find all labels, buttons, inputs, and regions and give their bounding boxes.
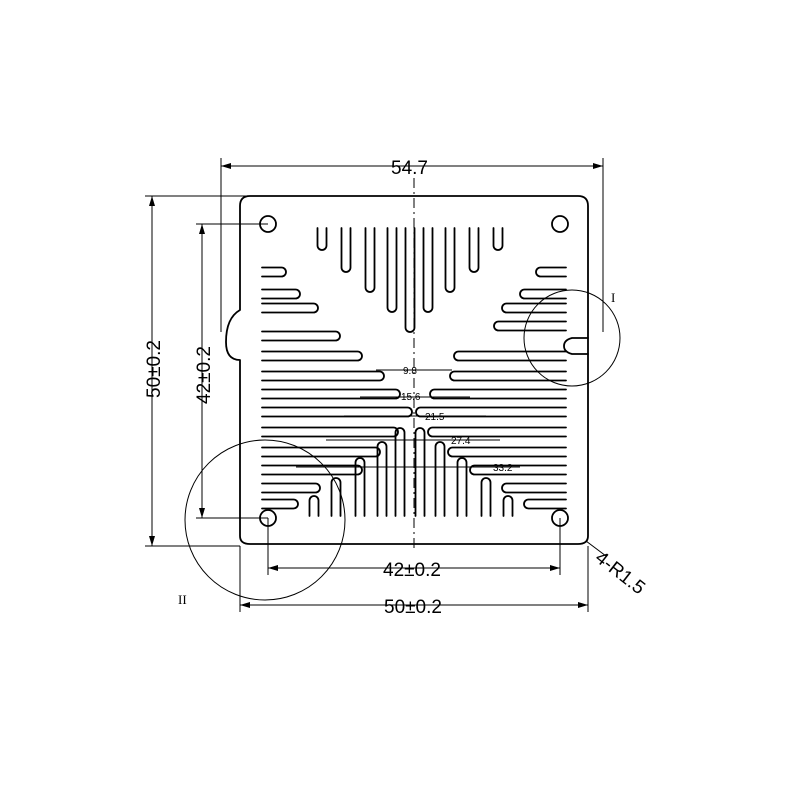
body-height-label: 50±0.2 <box>144 340 165 398</box>
fin <box>447 446 567 458</box>
fin <box>261 266 287 278</box>
fin <box>501 482 567 494</box>
fin <box>261 406 413 418</box>
hole-spacing-x-label: 42±0.2 <box>383 560 441 581</box>
dimension-hole-spacing-y: 42±0.2 <box>194 223 268 519</box>
overall-width-label: 54.7 <box>391 158 428 179</box>
fin <box>261 388 401 400</box>
dimension-body-height: 50±0.2 <box>144 195 250 547</box>
detail-I-label: I <box>611 290 615 305</box>
fins-group <box>261 227 567 517</box>
fin <box>429 388 567 400</box>
fin-offset-label: 33.2 <box>493 463 513 474</box>
fin <box>261 370 385 382</box>
hole-top-right <box>551 215 569 233</box>
body-width-label: 50±0.2 <box>384 597 442 618</box>
dimension-body-width: 50±0.2 <box>239 546 589 618</box>
fin <box>453 350 567 362</box>
fin <box>502 495 514 517</box>
fin <box>404 227 416 333</box>
fin <box>386 227 398 313</box>
dimension-hole-spacing-x: 42±0.2 <box>267 518 561 581</box>
fin <box>493 320 567 332</box>
fin <box>501 302 567 314</box>
fin <box>316 227 328 251</box>
fin <box>261 446 381 458</box>
fin <box>261 498 299 510</box>
fin <box>469 464 567 476</box>
fin-offset-label: 27.4 <box>451 436 471 447</box>
fin <box>261 482 321 494</box>
fin <box>354 457 366 517</box>
fin-offset-label: 9.8 <box>403 366 417 377</box>
fin <box>519 288 567 300</box>
fin <box>261 426 399 438</box>
detail-II-label: II <box>178 592 187 607</box>
dimension-overall-width: 54.7 <box>220 158 604 332</box>
fin <box>414 427 426 517</box>
heatsink-outline <box>225 195 589 545</box>
fin <box>449 370 567 382</box>
fin <box>468 227 480 273</box>
fin <box>492 227 504 251</box>
fin <box>394 427 406 517</box>
fin <box>261 330 341 342</box>
fin-offset-dimensions: 9.8 15.6 21.5 27.4 33.2 <box>296 366 520 474</box>
fin <box>523 498 567 510</box>
fin <box>261 350 363 362</box>
fin <box>535 266 567 278</box>
hole-spacing-y-label: 42±0.2 <box>194 346 215 404</box>
fin <box>376 441 388 517</box>
fin <box>364 227 376 293</box>
fin <box>434 441 446 517</box>
fin <box>261 288 301 300</box>
fin-offset-label: 15.6 <box>401 392 421 403</box>
fin <box>261 302 319 314</box>
detail-circle-I: I <box>523 289 621 387</box>
detail-circle-II: II <box>178 439 346 607</box>
fin <box>308 495 320 517</box>
fin <box>330 477 342 517</box>
fin <box>444 227 456 293</box>
fin <box>422 227 434 313</box>
fin <box>456 457 468 517</box>
side-slot <box>563 337 589 355</box>
fin <box>340 227 352 273</box>
fin <box>427 426 567 438</box>
fin-offset-label: 21.5 <box>425 412 445 423</box>
corner-radius-leader: 4-R1.5 <box>585 540 649 599</box>
fin <box>480 477 492 517</box>
fin <box>261 464 363 476</box>
corner-radius-label: 4-R1.5 <box>591 547 649 599</box>
